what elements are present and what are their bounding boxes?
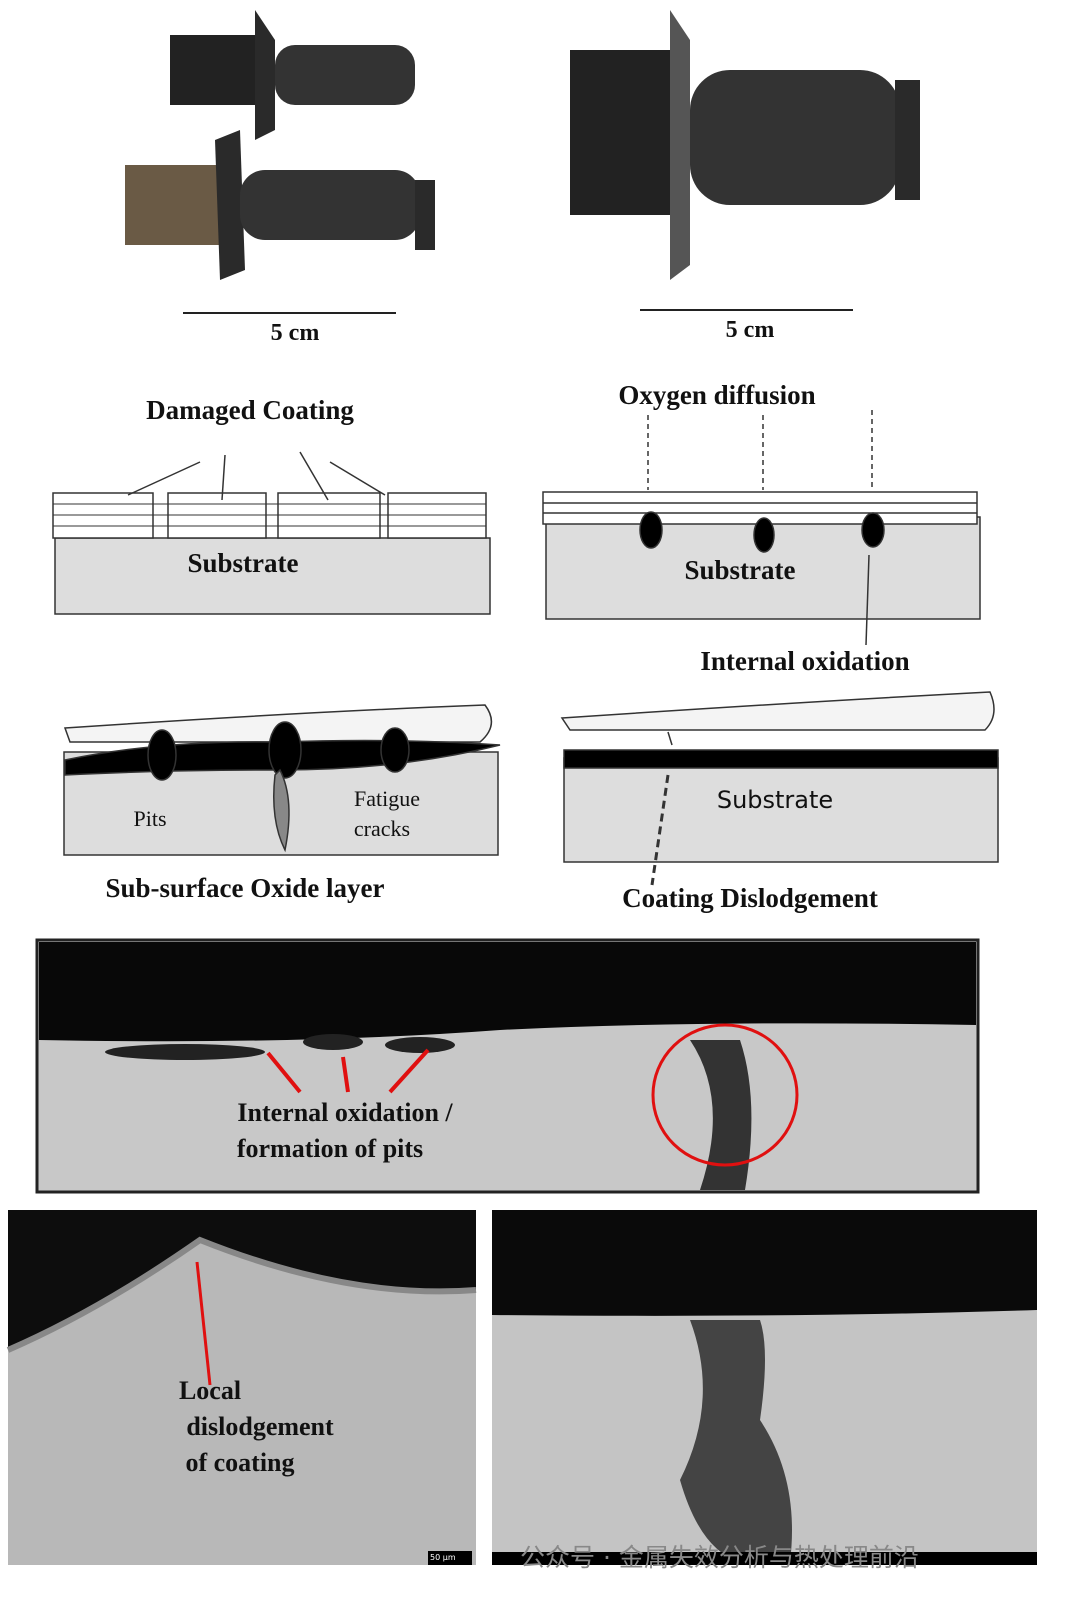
scale-label-right: 5 cm	[725, 317, 775, 343]
sem-cross-section	[35, 938, 980, 1194]
damaged-coating-diagram	[52, 451, 491, 615]
cracks-label: cracks	[353, 816, 411, 841]
substrate-label: Substrate	[716, 786, 834, 814]
substrate-label: Substrate	[187, 548, 299, 578]
scale-bar-label: 50 µm	[430, 1553, 456, 1562]
sem-label-line2: formation of pits	[236, 1134, 424, 1163]
damaged-coating-title: Damaged Coating	[146, 395, 354, 425]
oxygen-diffusion-diagram	[542, 410, 981, 646]
blade-photo-right	[570, 10, 920, 280]
dislodgement-caption: Coating Dislodgement	[622, 883, 878, 913]
oxide-layer-caption: Sub-surface Oxide layer	[105, 873, 385, 903]
internal-oxidation-label: Internal oxidation	[700, 646, 910, 676]
pits-label: Pits	[133, 806, 167, 831]
micro-label-line3: of coating	[185, 1448, 295, 1477]
fatigue-label: Fatigue	[354, 786, 420, 811]
coating-dislodgement-diagram	[560, 691, 999, 886]
scale-label-left: 5 cm	[270, 320, 320, 346]
oxygen-diffusion-title: Oxygen diffusion	[618, 380, 816, 410]
micro-label-line1: Local	[178, 1376, 242, 1405]
watermark: 公众号 · 金属失效分析与热处理前沿	[520, 1543, 919, 1572]
oxide-layer-diagram	[63, 704, 501, 856]
blade-photo-left	[125, 10, 435, 280]
micrograph-left	[6, 1210, 477, 1565]
sem-label-line1: Internal oxidation /	[237, 1098, 453, 1127]
substrate-label: Substrate	[684, 555, 796, 585]
micrograph-right	[492, 1210, 1037, 1565]
micro-label-line2: dislodgement	[186, 1412, 334, 1441]
